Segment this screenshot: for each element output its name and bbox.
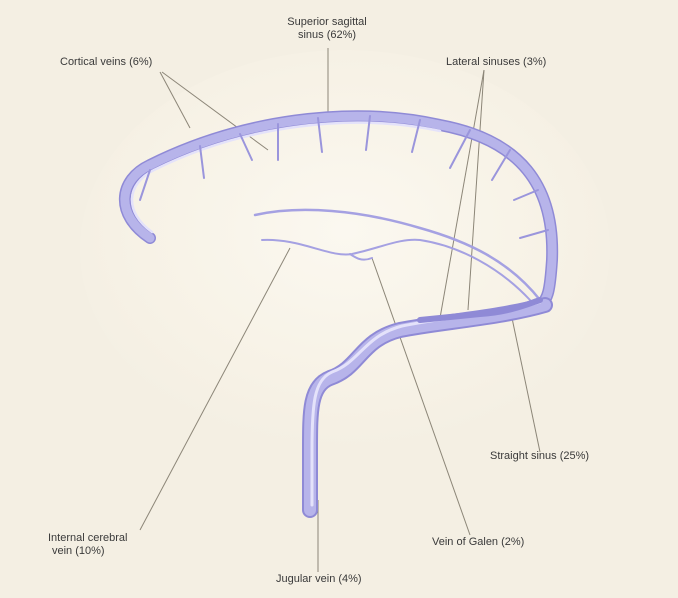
label-internal-cerebral-line1: Internal cerebral (48, 532, 128, 545)
label-lateral-sinuses: Lateral sinuses (3%) (446, 56, 546, 69)
label-straight-sinus: Straight sinus (25%) (490, 450, 589, 463)
label-jugular-vein: Jugular vein (4%) (276, 573, 362, 586)
label-superior-sagittal-line1: Superior sagittal (262, 16, 392, 29)
label-cortical-veins: Cortical veins (6%) (60, 56, 152, 69)
label-internal-cerebral-vein: Internal cerebral vein (10%) (48, 532, 128, 558)
label-superior-sagittal-sinus: Superior sagittal sinus (62%) (262, 16, 392, 42)
label-internal-cerebral-line2: vein (10%) (48, 545, 128, 558)
label-superior-sagittal-line2: sinus (62%) (262, 29, 392, 42)
brain-silhouette (80, 50, 610, 450)
label-vein-of-galen: Vein of Galen (2%) (432, 536, 524, 549)
